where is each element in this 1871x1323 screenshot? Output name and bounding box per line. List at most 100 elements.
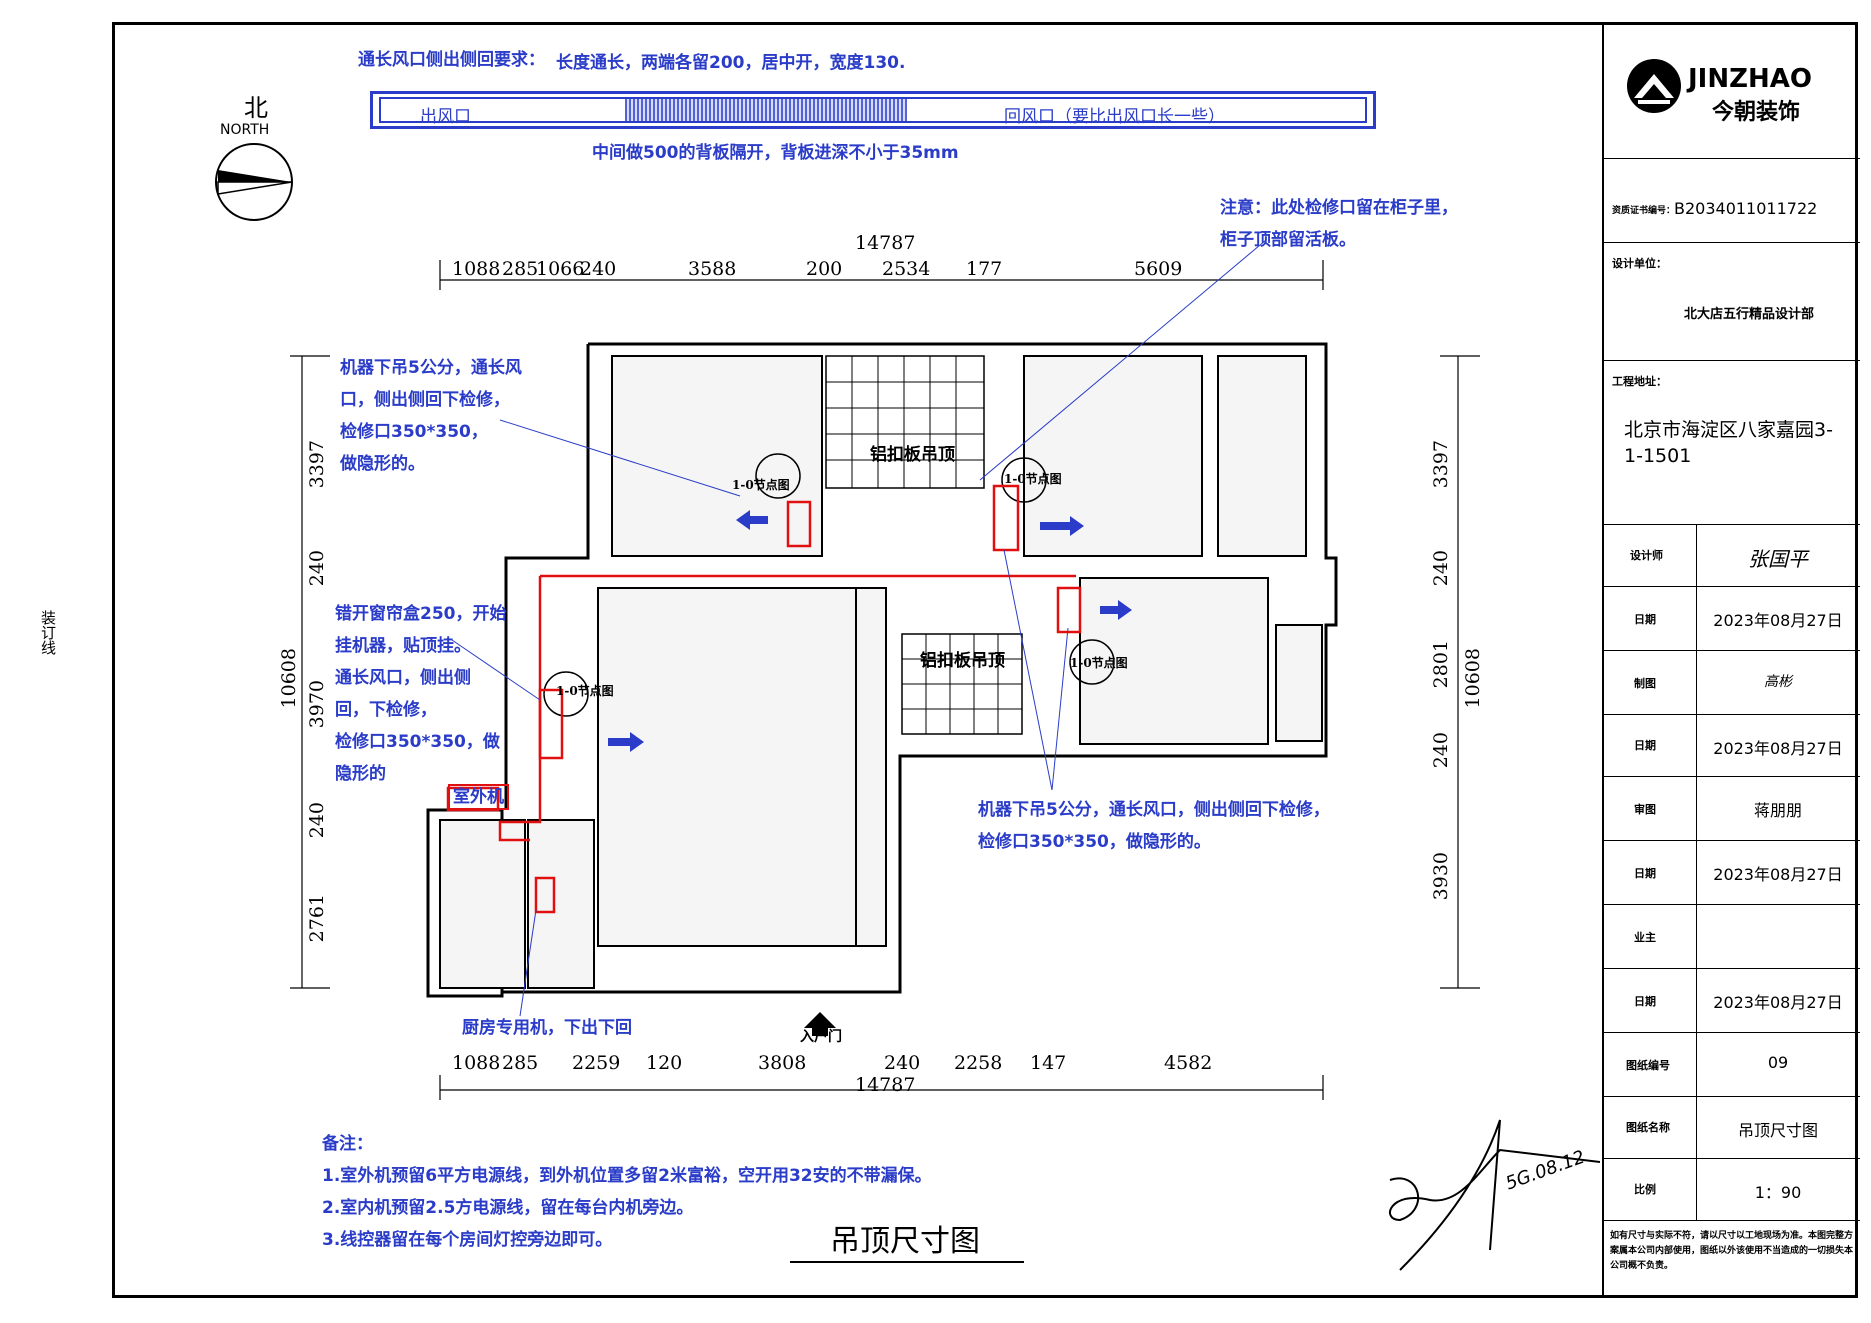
north-en: NORTH (220, 122, 270, 138)
tb-footer: 如有尺寸与实际不符，请以尺寸以工地现场为准。本图完整方案属本公司内部使用，图纸以… (1610, 1231, 1854, 1271)
tb-split-line (1696, 524, 1697, 1220)
dimension-lines (290, 239, 1600, 1271)
cert-row: 资质证书编号： B2034011011722 (1604, 158, 1860, 242)
note-left-mid-line-4: 检修口350*350，做 (335, 732, 500, 752)
tb-row-7-label: 日期 (1634, 995, 1656, 1008)
top-dim-3: 240 (580, 258, 617, 280)
tb-row-6: 业主 (1604, 904, 1860, 968)
compass-icon (215, 143, 293, 221)
tb-row-8: 图纸编号 09 (1604, 1032, 1860, 1096)
node-label-4: 1-0节点图 (1070, 656, 1128, 670)
right-dim-1: 240 (1430, 550, 1452, 587)
note-left-mid-line-1: 挂机器，贴顶挂。 (335, 636, 471, 656)
tb-row-8-label: 图纸编号 (1626, 1059, 1670, 1072)
outdoor-unit-label: 室外机 (448, 784, 509, 810)
remark-item-2: 3.线控器留在每个房间灯控旁边即可。 (322, 1230, 613, 1250)
right-dim-2: 2801 (1430, 640, 1452, 689)
divider-note: 中间做500的背板隔开，背板进深不小于35mm (592, 143, 959, 163)
top-total-dim: 14787 (855, 232, 916, 254)
top-dim-6: 2534 (882, 258, 931, 280)
right-dim-0: 3397 (1430, 440, 1452, 489)
note-left-top-line-2: 检修口350*350， (340, 422, 488, 442)
brand-cn: 今朝装饰 (1712, 100, 1801, 125)
tb-row-10: 比例 1：90 (1604, 1158, 1860, 1220)
signature-icon (1389, 1119, 1600, 1271)
tb-footer-row: 如有尺寸与实际不符，请以尺寸以工地现场为准。本图完整方案属本公司内部使用，图纸以… (1604, 1220, 1860, 1298)
bottom-dim-0: 1088 (452, 1052, 501, 1074)
address-label: 工程地址： (1612, 375, 1667, 388)
note-left-top: 机器下吊5公分，通长风 口，侧出侧回下检修， 检修口350*350， 做隐形的。 (340, 352, 522, 480)
remark-item-0: 1.室外机预留6平方电源线，到外机位置多留2米富裕，空开用32安的不带漏保。 (322, 1166, 932, 1186)
tb-row-1-label: 日期 (1634, 613, 1656, 626)
tb-row-5-label: 日期 (1634, 867, 1656, 880)
note-center-right: 机器下吊5公分，通长风口，侧出侧回下检修， 检修口350*350，做隐形的。 (978, 794, 1330, 858)
tb-row-4-label: 审图 (1634, 803, 1656, 816)
tb-row-4: 审图 蒋朋朋 (1604, 776, 1860, 840)
north-cn: 北 (244, 94, 268, 122)
top-dim-0: 1088 (452, 258, 501, 280)
duct-requirement-title: 通长风口侧出侧回要求： (358, 50, 545, 70)
top-dim-7: 177 (966, 258, 1003, 280)
tb-row-7: 日期 2023年08月27日 (1604, 968, 1860, 1032)
note-top-right-1: 注意：此处检修口留在柜子里， (1220, 198, 1458, 218)
tb-row-0: 设计师 张国平 (1604, 524, 1860, 586)
entrance-label: 入户门 (800, 1029, 842, 1045)
brand-en: JINZHAO (1688, 64, 1812, 94)
divider-hatch (625, 99, 907, 121)
tb-row-5: 日期 2023年08月27日 (1604, 840, 1860, 904)
tb-row-2-label: 制图 (1634, 677, 1656, 690)
tb-row-4-value: 蒋朋朋 (1753, 801, 1802, 820)
north-compass: 北 NORTH (212, 88, 296, 221)
top-dim-2: 1066 (536, 258, 585, 280)
tb-row-3-value: 2023年08月27日 (1713, 739, 1843, 758)
note-left-mid-line-2: 通长风口，侧出侧 (335, 668, 471, 688)
bottom-dim-2: 2259 (572, 1052, 621, 1074)
tb-row-1-value: 2023年08月27日 (1713, 611, 1843, 630)
tb-row-8-value: 09 (1767, 1053, 1789, 1072)
tb-row-7-value: 2023年08月27日 (1713, 993, 1843, 1012)
drawing-frame (112, 22, 1858, 1298)
kitchen-unit-note: 厨房专用机，下出下回 (462, 1018, 632, 1038)
left-dim-1: 240 (306, 550, 328, 587)
cert-label: 资质证书编号： (1612, 206, 1676, 216)
tb-row-3-label: 日期 (1634, 739, 1656, 752)
node-label-1: 1-0节点图 (732, 478, 790, 492)
binding-line-label: 装订线 (39, 610, 57, 655)
tb-row-0-label: 设计师 (1630, 549, 1663, 562)
bottom-dim-3: 120 (646, 1052, 683, 1074)
left-total-dim: 10608 (278, 648, 300, 709)
bottom-total-dim: 14787 (855, 1074, 916, 1096)
note-top-right-2: 柜子顶部留活板。 (1220, 230, 1356, 250)
address-row: 工程地址： 北京市海淀区八家嘉园3-1-1501 (1604, 360, 1860, 524)
return-label: 回风口（要比出风口长一些） (1004, 107, 1225, 127)
tb-row-2-value: 高彬 (1764, 674, 1792, 690)
note-left-mid-line-0: 错开窗帘盒250，开始 (335, 604, 507, 624)
tb-row-10-label: 比例 (1634, 1183, 1656, 1196)
note-center-right-line-0: 机器下吊5公分，通长风口，侧出侧回下检修， (978, 800, 1330, 820)
tb-row-3: 日期 2023年08月27日 (1604, 714, 1860, 776)
bottom-dim-6: 2258 (954, 1052, 1003, 1074)
note-left-top-line-0: 机器下吊5公分，通长风 (340, 358, 522, 378)
logo-icon (1627, 59, 1681, 113)
note-left-top-line-1: 口，侧出侧回下检修， (340, 390, 510, 410)
note-left-mid-line-5: 隐形的 (335, 764, 386, 784)
top-dim-5: 200 (806, 258, 843, 280)
top-dim-4: 3588 (688, 258, 737, 280)
tb-row-9-label: 图纸名称 (1626, 1121, 1670, 1134)
tb-row-2: 制图 高彬 (1604, 650, 1860, 714)
left-dim-2: 3970 (306, 680, 328, 729)
remark-item-1: 2.室内机预留2.5方电源线，留在每台内机旁边。 (322, 1198, 694, 1218)
design-unit-label: 设计单位： (1612, 257, 1667, 270)
top-dim-8: 5609 (1134, 258, 1183, 280)
aluminum-ceiling-label-2: 铝扣板吊顶 (920, 651, 1005, 671)
title-block: JINZHAO 今朝装饰 资质证书编号： B2034011011722 设计单位… (1602, 22, 1860, 1298)
bottom-dim-7: 147 (1030, 1052, 1067, 1074)
bottom-dim-4: 3808 (758, 1052, 807, 1074)
brand-logo (1626, 58, 1682, 118)
tb-row-1: 日期 2023年08月27日 (1604, 586, 1860, 650)
address-value: 北京市海淀区八家嘉园3-1-1501 (1624, 419, 1833, 467)
cert-no: B2034011011722 (1674, 199, 1818, 218)
tb-row-10-value: 1：90 (1754, 1183, 1802, 1202)
note-center-right-line-1: 检修口350*350，做隐形的。 (978, 832, 1211, 852)
note-left-mid-line-3: 回，下检修， (335, 700, 437, 720)
